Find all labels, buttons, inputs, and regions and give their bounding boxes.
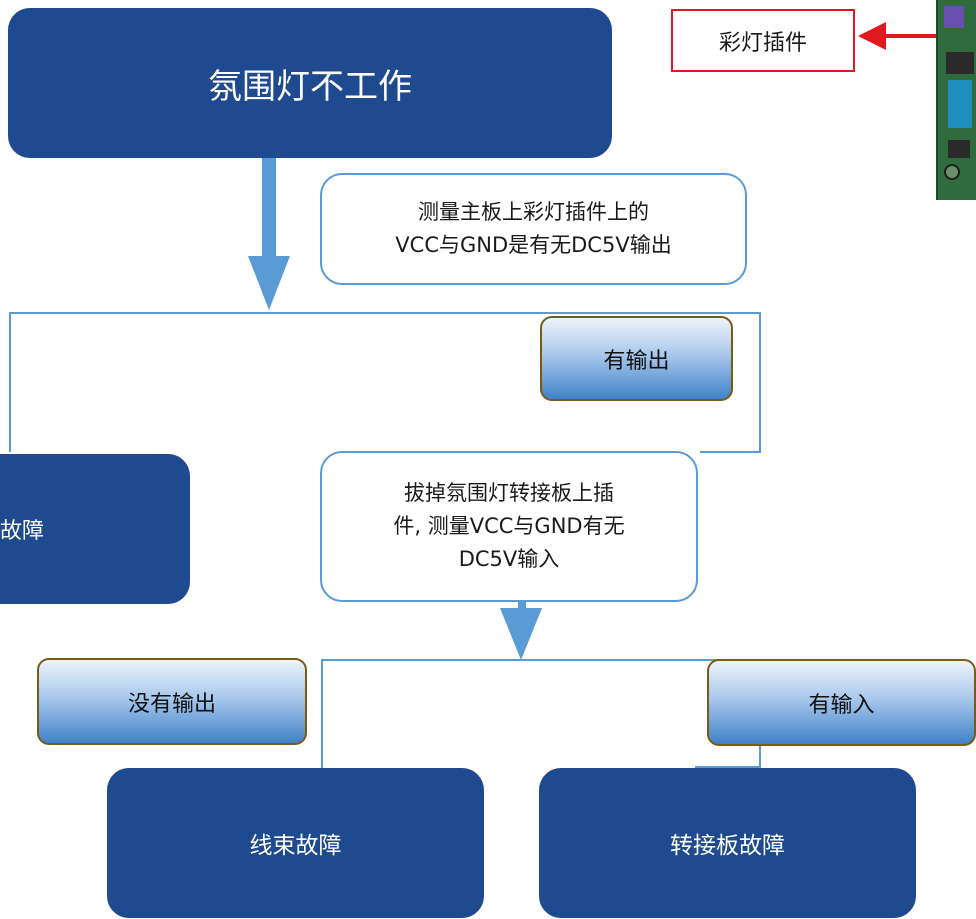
blue-connector [948, 80, 972, 128]
start-box: 氛围灯不工作 [8, 8, 612, 158]
harness-fault-box: 线束故障 [107, 768, 484, 918]
adapter-fault-label: 转接板故障 [670, 833, 785, 859]
arrow-head-1 [248, 256, 290, 310]
adapter-fault-box: 转接板故障 [539, 768, 916, 918]
circuit-board-photo [936, 0, 976, 200]
yes-output-label: 有输出 [540, 316, 733, 401]
start-label: 氛围灯不工作 [208, 66, 412, 107]
black-connector [946, 52, 974, 74]
top-bracket [9, 312, 761, 453]
step1-line2: VCC与GND是有无DC5V输出 [395, 233, 672, 257]
step1-line1: 测量主板上彩灯插件上的 [418, 200, 649, 224]
has-input-label: 有输入 [707, 659, 976, 746]
step2-line3: DC5V输入 [458, 547, 560, 571]
lower-bracket [321, 659, 761, 770]
arrow-head-2 [500, 608, 542, 660]
step2-note: 拔掉氛围灯转接板上插 件, 测量VCC与GND有无 DC5V输入 [320, 451, 698, 602]
left-fault-box: 故障 [0, 454, 190, 604]
callout-label: 彩灯插件 [718, 30, 807, 56]
purple-connector [944, 6, 964, 28]
step2-line2: 件, 测量VCC与GND有无 [393, 514, 625, 538]
harness-fault-label: 线束故障 [249, 833, 342, 859]
no-output-label: 没有输出 [37, 658, 307, 745]
no-output-text: 没有输出 [127, 691, 216, 717]
has-input-text: 有输入 [808, 692, 875, 718]
callout-box: 彩灯插件 [671, 9, 855, 72]
black-connector-2 [948, 140, 970, 158]
left-fault-label: 故障 [0, 519, 45, 544]
yes-output-text: 有输出 [603, 348, 670, 374]
step2-line1: 拔掉氛围灯转接板上插 [403, 481, 614, 505]
step1-note: 测量主板上彩灯插件上的 VCC与GND是有无DC5V输出 [320, 173, 747, 285]
callout-arrow-head [858, 22, 886, 50]
arrow-shaft-1 [262, 158, 276, 258]
board-screw [944, 164, 960, 180]
